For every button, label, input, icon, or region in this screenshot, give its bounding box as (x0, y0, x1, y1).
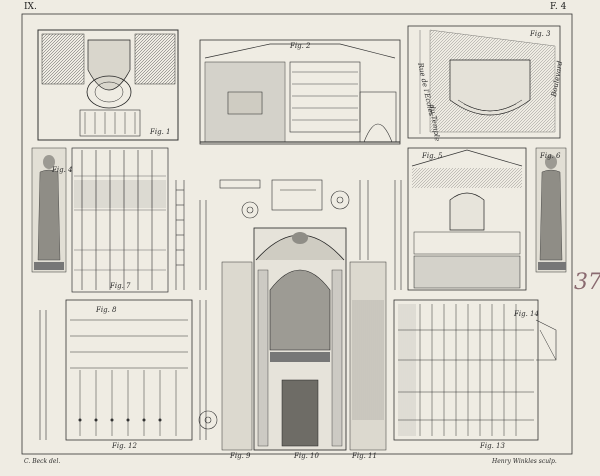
fig7-caption: Fig. 7 (110, 282, 131, 290)
ladder-details (175, 179, 402, 290)
fig10-caption: Fig. 10 (294, 452, 319, 460)
caryatid-right (535, 147, 567, 273)
fig11-stage-floor-plan (39, 299, 193, 441)
fig3-caption: Fig. 3 (530, 30, 551, 38)
fig3-site-plan (407, 25, 561, 139)
fig14-caption: Fig. 14 (514, 310, 539, 318)
fig5-cross-section (407, 147, 527, 291)
fig10-side-sections (221, 261, 387, 451)
fig1-ground-plan (37, 29, 179, 141)
fig9-caption: Fig. 9 (230, 452, 251, 460)
plate-border (21, 13, 573, 455)
credit-engraver: Henry Winkles sculp. (492, 458, 557, 465)
fig1-caption: Fig. 1 (150, 128, 171, 136)
fig7-stage-machinery (71, 147, 169, 293)
fig13-stage-plan (393, 299, 557, 441)
fig12-caption: Fig. 12 (112, 442, 137, 450)
fig11-caption: Fig. 11 (352, 452, 377, 460)
fig2-longitudinal-section (199, 39, 401, 145)
fig4-caption: Fig. 4 (52, 166, 73, 174)
handwritten-number: 37 (574, 270, 600, 295)
credit-delineator: C. Beck del. (24, 458, 61, 465)
fig8-caption: Fig. 8 (96, 306, 117, 314)
fig9-proscenium (253, 227, 347, 451)
fig12-winch (198, 300, 218, 440)
fig13-caption: Fig. 13 (480, 442, 505, 450)
fig5-caption: Fig. 5 (422, 152, 443, 160)
fig2-caption: Fig. 2 (290, 42, 311, 50)
fig6-caption: Fig. 6 (540, 152, 561, 160)
plate-number-left: IX. (24, 2, 37, 12)
caryatid-left (31, 147, 67, 273)
plate-number-right: F. 4 (550, 2, 567, 12)
